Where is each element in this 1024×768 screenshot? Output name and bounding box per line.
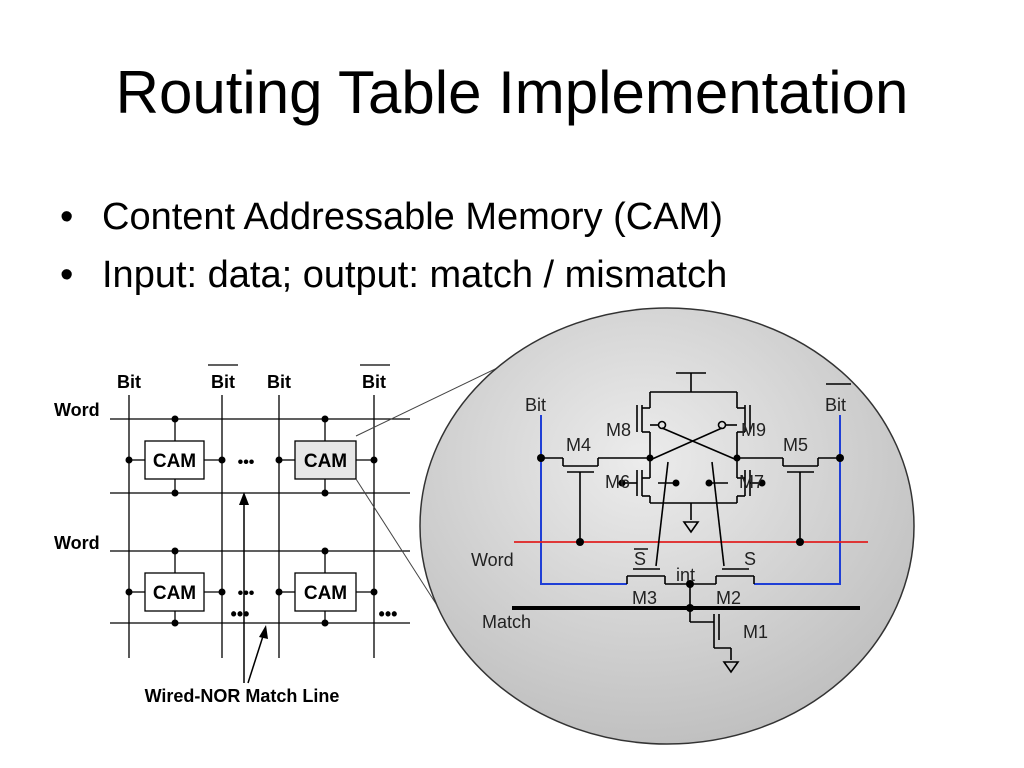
bit-bar-label: Bit bbox=[825, 395, 846, 415]
bullet-text: Input: data; output: match / mismatch bbox=[102, 254, 728, 296]
bullet-item: •Content Addressable Memory (CAM) bbox=[60, 196, 723, 238]
cam-cell-highlighted: CAM bbox=[294, 440, 357, 480]
zoom-line bbox=[355, 357, 519, 437]
junction-dots bbox=[125, 415, 378, 627]
bit-label: Bit bbox=[267, 372, 291, 392]
bit-bar-label: Bit bbox=[211, 372, 235, 392]
transistor-label-m3: M3 bbox=[632, 588, 657, 608]
transistor-label-m2: M2 bbox=[716, 588, 741, 608]
match-line-label: Wired-NOR Match Line bbox=[145, 686, 340, 706]
transistor-label-m6: M6 bbox=[605, 472, 630, 492]
circuit-junction-dots bbox=[537, 454, 844, 612]
slide-title: Routing Table Implementation bbox=[115, 59, 909, 126]
cam-cell: CAM bbox=[294, 572, 357, 612]
cam-cell: CAM bbox=[144, 440, 205, 480]
bit-bar-line bbox=[754, 415, 841, 585]
transistor-label-m7: M7 bbox=[739, 472, 764, 492]
word-label: Word bbox=[54, 400, 100, 420]
zoom-line bbox=[355, 478, 441, 611]
node-int-label: int bbox=[676, 565, 695, 585]
bit-label: Bit bbox=[525, 395, 546, 415]
cam-cell-label: CAM bbox=[153, 451, 196, 472]
ellipsis: ••• bbox=[231, 604, 250, 624]
cam-cell-label: CAM bbox=[153, 583, 196, 604]
bit-bar-label: Bit bbox=[362, 372, 386, 392]
cam-array bbox=[110, 364, 410, 684]
bit-line bbox=[540, 415, 627, 585]
bullet-text: Content Addressable Memory (CAM) bbox=[102, 196, 723, 238]
word-label: Word bbox=[471, 550, 514, 570]
ellipsis: ••• bbox=[238, 585, 255, 602]
bit-label: Bit bbox=[117, 372, 141, 392]
cam-cell-label: CAM bbox=[304, 583, 347, 604]
node-s-bar-label: S bbox=[634, 549, 646, 569]
transistor-label-m5: M5 bbox=[783, 435, 808, 455]
word-label: Word bbox=[54, 533, 100, 553]
transistor-label-m9: M9 bbox=[741, 420, 766, 440]
ellipsis: ••• bbox=[238, 454, 255, 471]
transistor-label-m8: M8 bbox=[606, 420, 631, 440]
zoom-circle bbox=[419, 307, 915, 745]
node-s-label: S bbox=[744, 549, 756, 569]
ellipsis: ••• bbox=[379, 604, 398, 624]
transistor-label-m1: M1 bbox=[743, 622, 768, 642]
transistor-label-m4: M4 bbox=[566, 435, 591, 455]
bullet-item: •Input: data; output: match / mismatch bbox=[60, 254, 728, 296]
bullet-list: •Content Addressable Memory (CAM) •Input… bbox=[60, 188, 727, 304]
cam-cell-label: CAM bbox=[304, 451, 347, 472]
cam-cell: CAM bbox=[144, 572, 205, 612]
match-label: Match bbox=[482, 612, 531, 632]
